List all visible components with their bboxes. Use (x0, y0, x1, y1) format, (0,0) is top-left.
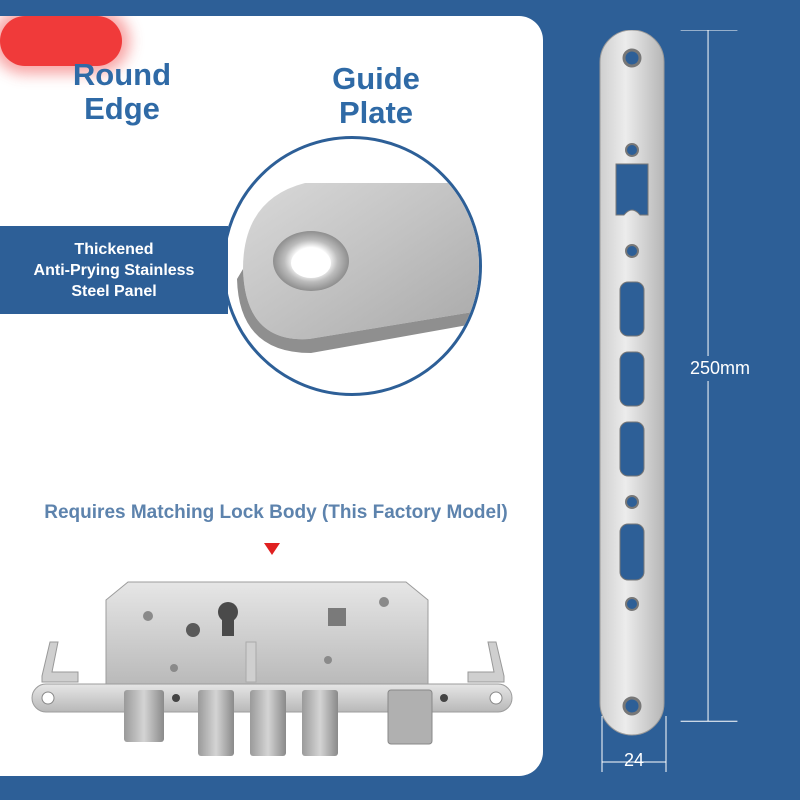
banner-line: Anti-Prying Stainless (33, 261, 195, 279)
headline-word: Round (72, 57, 172, 92)
requirement-note: Requires Matching Lock Body (This Factor… (44, 502, 508, 523)
length-dimension-label: 250mm (690, 356, 780, 381)
product-card: Round Edge Single Hole Guide Plate (0, 16, 543, 776)
headline-word: Hole (204, 93, 266, 124)
guide-plate-drawing (599, 29, 665, 736)
banner-line: Steel Panel (71, 282, 157, 300)
width-dimension-label: 24 (623, 750, 645, 770)
headline-single-hole: Single Hole (174, 58, 296, 126)
width-dimension-line (601, 716, 667, 772)
banner-line: Thickened (74, 240, 154, 258)
headline-guide-plate: Guide Plate (318, 62, 434, 130)
headline-round-edge: Round Edge (62, 58, 182, 126)
down-arrow-icon (264, 543, 280, 555)
zoom-circle (222, 136, 482, 396)
headline-word: Guide (332, 61, 420, 96)
headline-word: Single (192, 59, 277, 90)
lock-body-image (28, 572, 518, 767)
guide-plate-image (596, 29, 668, 745)
headline-word: Edge (84, 91, 160, 126)
headline-word: Plate (338, 95, 414, 130)
plate-closeup-image (237, 183, 479, 353)
highlight-blob (0, 16, 122, 66)
feature-banner: Thickened Anti-Prying Stainless Steel Pa… (0, 226, 228, 314)
length-dimension-line (680, 30, 738, 722)
lock-body-drawing (31, 581, 513, 756)
